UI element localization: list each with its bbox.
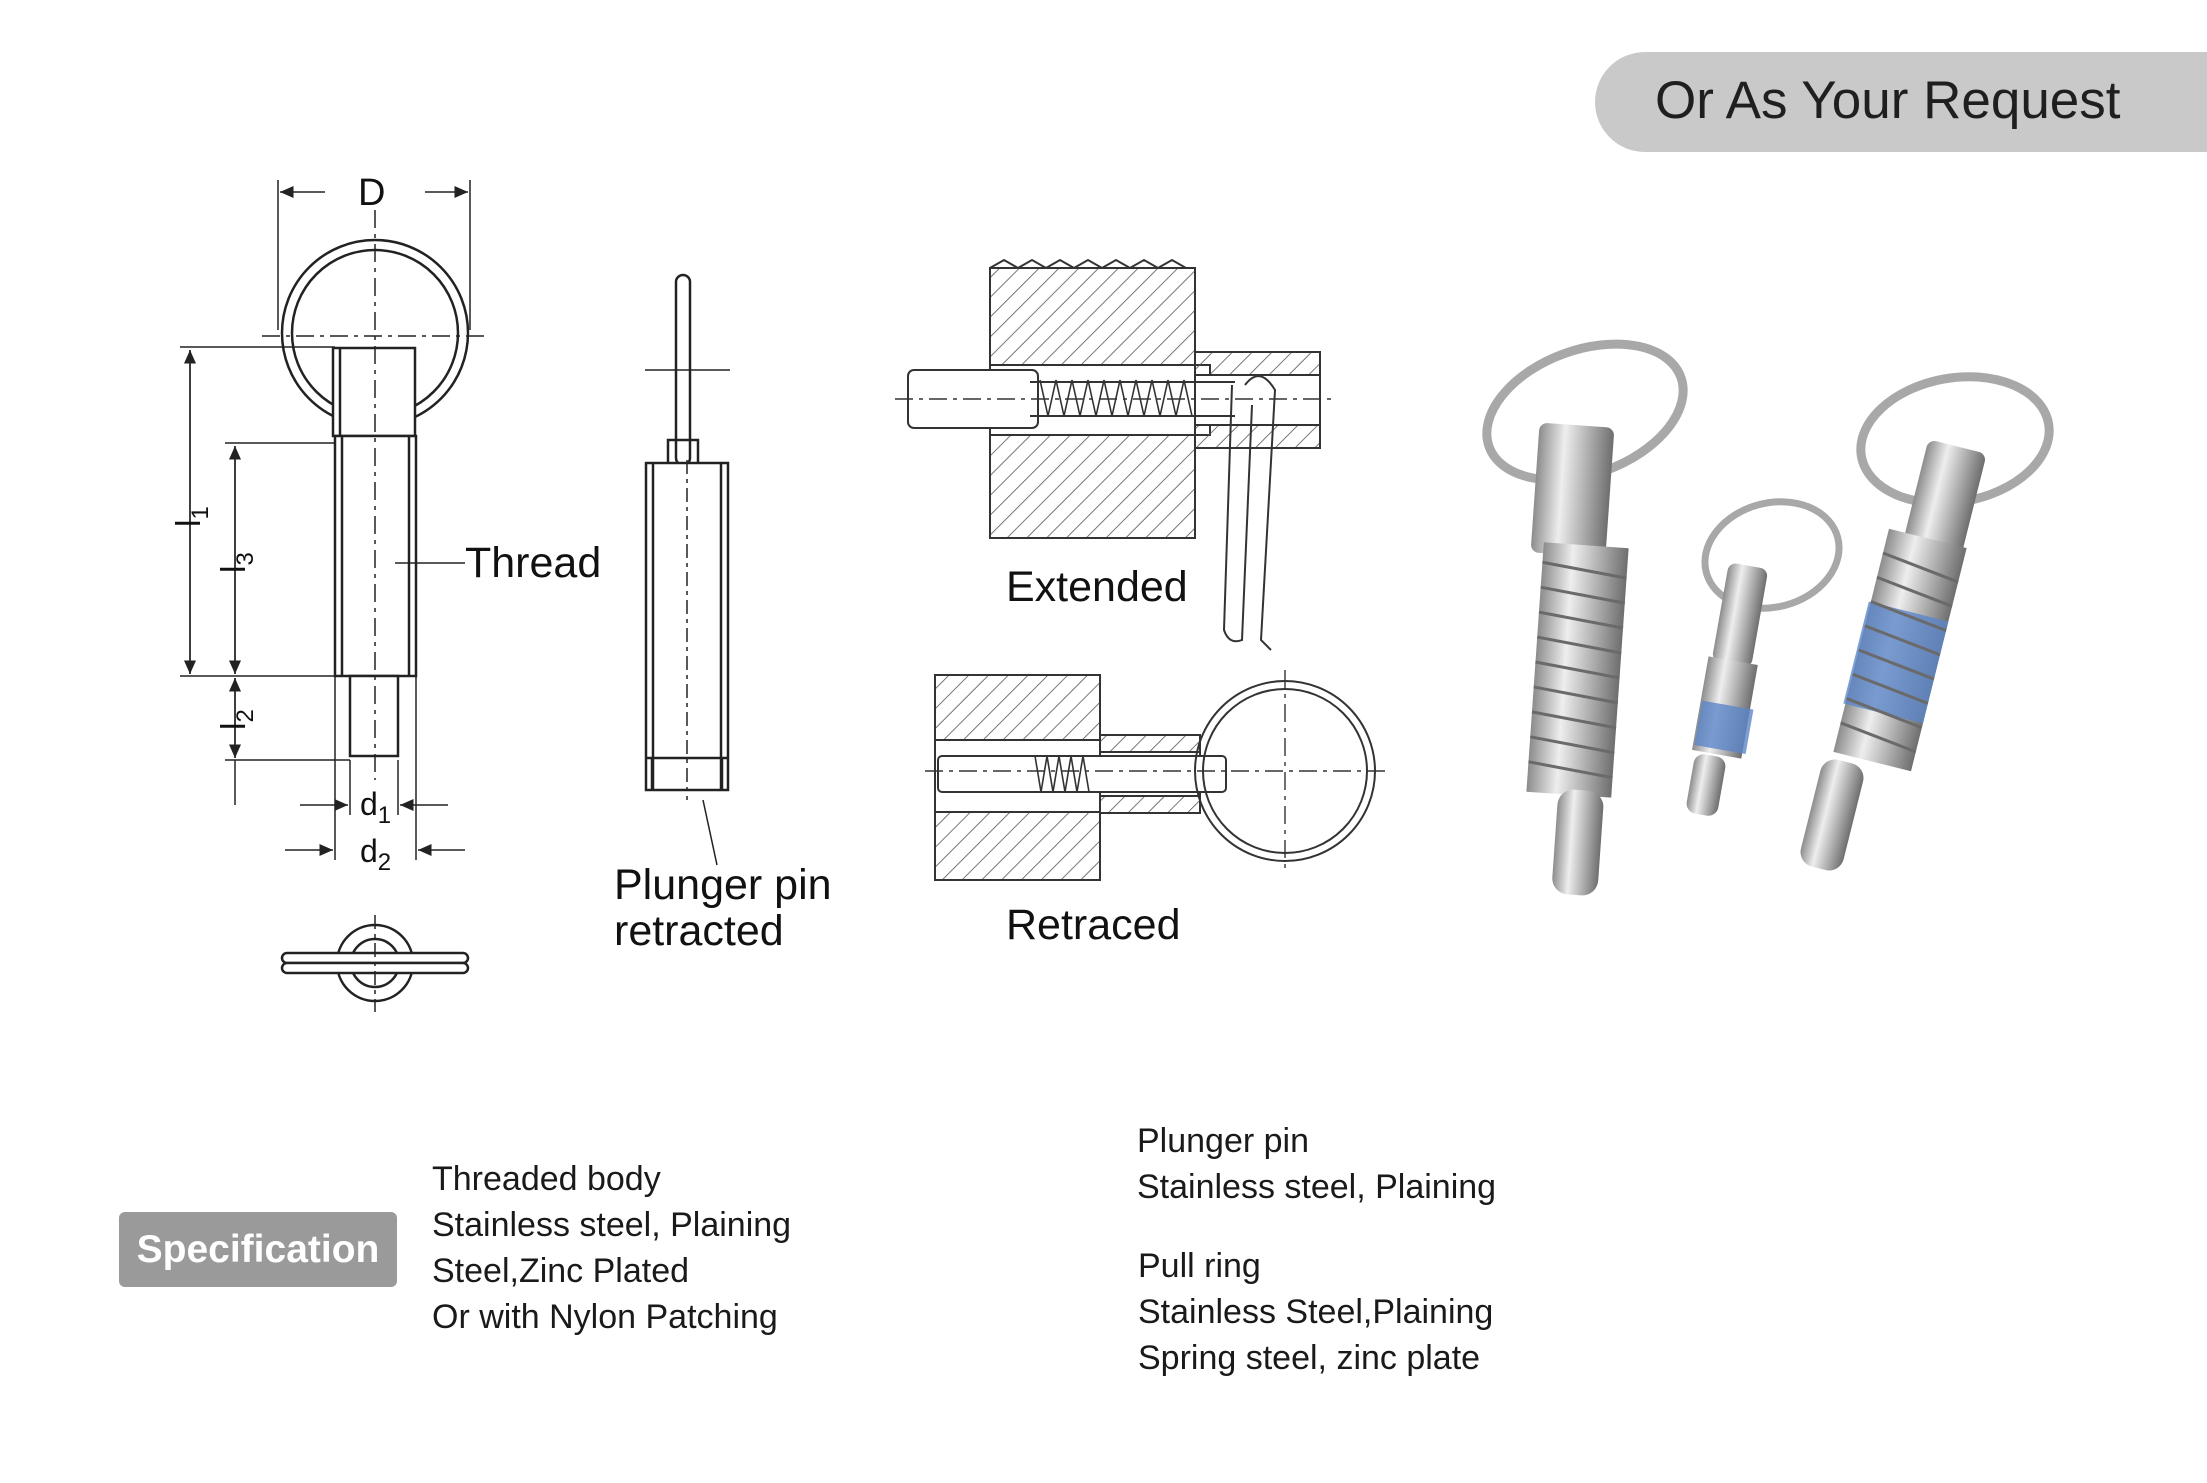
threaded-body-line: Steel,Zinc Plated	[432, 1252, 690, 1290]
pull-ring-title: Pull ring	[1138, 1247, 1261, 1285]
thread-label: Thread	[465, 539, 602, 587]
specification-badge: Specification	[119, 1212, 397, 1287]
extended-section	[895, 258, 1335, 651]
plunger-pin-line: Stainless steel, Plaining	[1137, 1168, 1497, 1206]
plunger-pin-label-line1: Plunger pin	[614, 861, 832, 909]
plunger-pin	[348, 674, 400, 758]
threaded-body-title: Threaded body	[432, 1160, 661, 1198]
request-banner-text: Or As Your Request	[1655, 71, 2121, 130]
front-view	[180, 180, 488, 860]
bottom-view	[280, 915, 470, 1012]
threaded-body-spec: Threaded body Stainless steel, Plaining …	[432, 1156, 791, 1340]
pull-ring-spec: Pull ring Stainless Steel,Plaining Sprin…	[1138, 1243, 1493, 1381]
dim-d2-text: d2	[360, 833, 391, 876]
product-photo	[1482, 339, 2054, 896]
retracted-section	[925, 670, 1385, 881]
dim-l1-text: l1	[170, 506, 214, 527]
dim-l2-text: l2	[215, 709, 259, 730]
pull-ring-line: Stainless Steel,Plaining	[1138, 1293, 1494, 1331]
side-view	[644, 273, 730, 866]
dimension-labels: D l1 l3 l2 d1 d2	[170, 172, 391, 876]
request-banner: Or As Your Request	[1595, 52, 2207, 152]
plunger-pin-spec: Plunger pin Stainless steel, Plaining	[1137, 1118, 1496, 1210]
plunger-pin-title: Plunger pin	[1137, 1122, 1310, 1160]
threaded-body-line: Stainless steel, Plaining	[432, 1206, 792, 1244]
dim-l3-text: l3	[215, 552, 259, 573]
pull-ring-line: Spring steel, zinc plate	[1138, 1339, 1481, 1377]
retraced-label: Retraced	[1006, 901, 1181, 949]
dim-d1-text: d1	[360, 786, 391, 829]
extended-label: Extended	[1006, 563, 1188, 611]
dim-D-text: D	[358, 172, 385, 214]
threaded-body-line: Or with Nylon Patching	[432, 1298, 778, 1336]
plunger-pin-label-line2: retracted	[614, 907, 784, 955]
